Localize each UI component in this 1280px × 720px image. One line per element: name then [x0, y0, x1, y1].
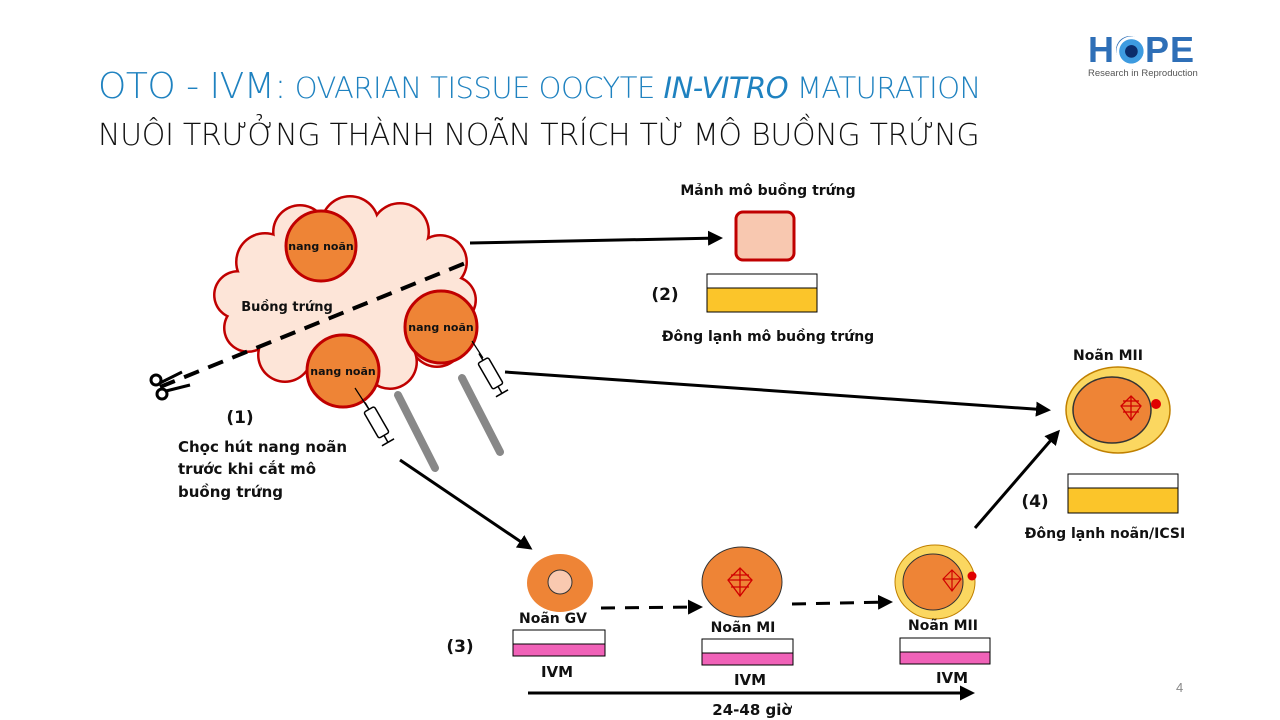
gv-label: Noãn GV — [519, 611, 587, 627]
arrow-mi-to-mii — [791, 594, 893, 610]
tissue-fragment-label: Mảnh mô buồng trứng — [680, 182, 855, 199]
hope-logo: H PE Research in Reproduction — [1088, 32, 1203, 80]
ivm-dish-gv — [512, 629, 606, 657]
title-main: OTO - IVM: — [98, 66, 286, 107]
ivm-label: IVM — [541, 663, 573, 681]
ivm-dish-mi — [701, 638, 794, 666]
step1-line3: buồng trứng — [178, 482, 283, 501]
scalpel-icon — [458, 374, 504, 456]
logo-tagline: Research in Reproduction — [1088, 68, 1198, 79]
duration-label: 24-48 giờ — [712, 701, 792, 719]
cut-line — [159, 260, 469, 389]
spindle-icon — [727, 567, 753, 598]
spindle-icon — [1120, 395, 1142, 422]
slide-subtitle: NUÔI TRƯỞNG THÀNH NOÃN TRÍCH TỪ MÔ BUỒNG… — [98, 118, 980, 153]
follicle-bottom: nang noãn — [305, 333, 381, 409]
oocyte-mii-top — [1065, 366, 1171, 454]
step1-line1: Chọc hút nang noãn — [178, 438, 347, 456]
arrow-to-freeze — [973, 429, 1060, 529]
step2-number: (2) — [651, 285, 678, 305]
arrow-to-ivm — [399, 458, 533, 550]
follicle-right: nang noãn — [403, 289, 484, 365]
follicle-label: nang noãn — [288, 240, 353, 253]
oocyte-gv — [527, 554, 593, 612]
logo-pe: PE — [1145, 29, 1196, 70]
title-rest-1: OVARIAN TISSUE OOCYTE — [285, 71, 664, 105]
ivm-dish-mii — [899, 637, 991, 665]
tissue-fragment — [734, 210, 796, 262]
step1-line2: trước khi cắt mô — [178, 459, 316, 478]
arrow-gv-to-mi — [600, 599, 703, 615]
oocyte-mii-bottom — [894, 544, 977, 620]
logo-wordmark: H PE — [1088, 32, 1203, 68]
follicle-label: nang noãn — [408, 321, 473, 334]
oocyte-mi — [701, 546, 783, 618]
step4-number: (4) — [1021, 492, 1048, 512]
step1-number: (1) — [226, 408, 253, 428]
follicle-label: nang noãn — [310, 365, 375, 378]
slide-title: OTO - IVM: OVARIAN TISSUE OOCYTE IN-VITR… — [98, 66, 981, 107]
syringe-icon — [363, 402, 395, 447]
logo-h: H — [1088, 29, 1115, 70]
ivm-label: IVM — [936, 669, 968, 687]
title-italic: IN-VITRO — [663, 71, 789, 105]
cryo-dish-tissue — [706, 273, 818, 313]
tissue-freeze-label: Đông lạnh mô buồng trứng — [662, 328, 874, 345]
cryo-dish-oocyte — [1067, 473, 1179, 514]
step3-number: (3) — [446, 637, 473, 657]
spindle-icon — [942, 569, 962, 592]
page-number: 4 — [1176, 680, 1184, 695]
arrow-to-tissue — [469, 230, 723, 246]
title-rest-2: MATURATION — [788, 71, 981, 105]
oocyte-freeze-label: Đông lạnh noãn/ICSI — [1025, 526, 1185, 542]
ovary-label: Buồng trứng — [241, 300, 333, 315]
mii-top-label: Noãn MII — [1073, 348, 1143, 364]
title-rest: OVARIAN TISSUE OOCYTE IN-VITRO MATURATIO… — [285, 71, 982, 105]
syringe-icon — [477, 353, 509, 398]
scissors-icon — [149, 370, 191, 401]
arrow-to-mii — [504, 370, 1051, 417]
eye-icon — [1116, 36, 1144, 64]
mi-label: Noãn MI — [711, 620, 776, 636]
follicle-top: nang noãn — [284, 209, 358, 283]
ivm-label: IVM — [734, 671, 766, 689]
scalpel-icon — [394, 391, 439, 472]
mii-bottom-label: Noãn MII — [908, 618, 978, 634]
